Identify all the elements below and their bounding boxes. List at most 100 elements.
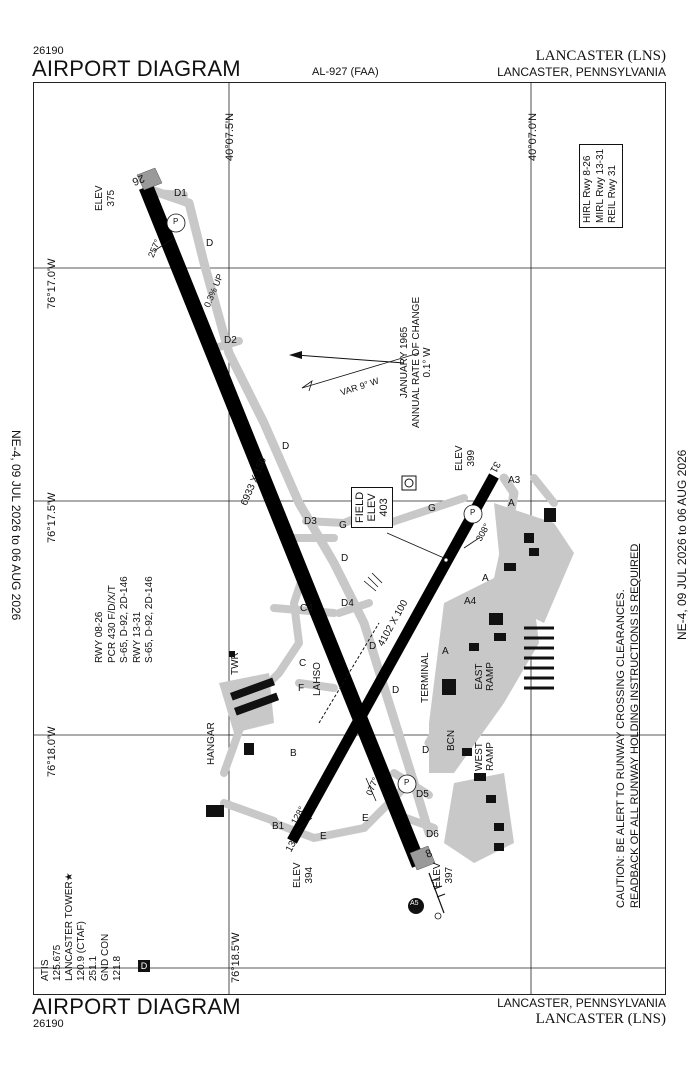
taxiway-label-F: F [298, 683, 305, 694]
effective-dates-left: NE-4, 09 JUL 2026 to 06 AUG 2026 [9, 430, 23, 621]
page-title-bottom: AIRPORT DIAGRAM [32, 994, 241, 1019]
magvar-note: JANUARY 1965 ANNUAL RATE OF CHANGE 0.1° … [399, 297, 434, 428]
ground-label: GND CON [100, 933, 111, 981]
taxiway-D4 [335, 599, 373, 617]
tower-frequency-1: 120.9 [76, 955, 87, 981]
elev-13: ELEV 394 [292, 862, 315, 888]
building-ne-4 [504, 563, 516, 571]
tower-building [229, 651, 235, 657]
strength-line-1: RWY 08-26 [94, 611, 105, 663]
east-ramp-word: RAMP [485, 662, 496, 691]
ground-frequency: 121.8 [112, 955, 123, 981]
elev-8-label: ELEV [432, 862, 443, 888]
taxiway-label-E-1: E [320, 831, 327, 842]
taxiway-label-D4: D4 [341, 598, 354, 609]
parking-label-1: P [173, 217, 179, 226]
taxiway-F [295, 679, 338, 692]
magnetic-variation-arrows [289, 351, 420, 392]
taxiway-label-D6: D6 [426, 829, 439, 840]
asos-marker [434, 912, 442, 920]
taxiway-A3 [530, 474, 558, 507]
building-east-1 [489, 613, 503, 625]
building-east-3 [469, 643, 479, 651]
taxiway-label-A4: A4 [464, 596, 477, 607]
magvar-text: ANNUAL RATE OF CHANGE [410, 296, 422, 428]
taxiway-label-E-2: E [362, 813, 369, 824]
approach-lights-8 [428, 872, 446, 914]
building-ne-1 [544, 508, 556, 522]
building-east-2 [494, 633, 506, 641]
tower-frequency-2: 251.1 [88, 955, 99, 981]
tower-label: LANCASTER TOWER★ [64, 872, 75, 981]
taxiway-label-D3: D3 [304, 516, 317, 527]
magvar-date: JANUARY 1965 [399, 326, 410, 399]
parking-icons [166, 213, 483, 794]
taxiway-label-D-3: D [369, 641, 377, 652]
wind-cone-icon [363, 572, 383, 592]
elev-31-value: 399 [465, 449, 477, 467]
elev-31: ELEV 399 [454, 445, 477, 471]
chart-code-bottom: 26190 [33, 1018, 64, 1030]
elev-8: ELEV 397 [432, 862, 455, 888]
diagram-svg [34, 83, 665, 994]
terminal-building [442, 679, 456, 695]
magvar-rate: 0.1° W [422, 347, 433, 378]
building-small-1 [244, 743, 254, 755]
taxiway-label-D-mid: D [282, 441, 290, 452]
west-ramp-label: WEST RAMP [474, 742, 496, 771]
lahso-label: LAHSO [312, 662, 323, 696]
caution-note: CAUTION: BE ALERT TO RUNWAY CROSSING CLE… [614, 544, 643, 908]
south-apron [444, 773, 514, 863]
north-apron [494, 503, 574, 623]
lat-label-top-right: 40°07.0'N [527, 112, 539, 161]
field-elevation-box: FIELD ELEV 403 [351, 486, 394, 528]
city-bottom: LANCASTER, PENNSYLVANIA [497, 996, 666, 1010]
d-badge-icon: D [138, 960, 150, 972]
lighting-info-box: HIRL Rwy 8-26 MIRL Rwy 13-31 REIL Rwy 31 [579, 143, 623, 228]
hangar-building-2 [233, 692, 280, 716]
caution-line-1: CAUTION: BE ALERT TO RUNWAY CROSSING CLE… [615, 589, 627, 908]
taxiway-label-D-north: D [206, 238, 214, 249]
taxiway-label-A-2: A [482, 573, 489, 584]
buildings [206, 508, 556, 851]
taxiway-label-C4: C4 [300, 603, 313, 614]
east-ramp-tiedowns [524, 626, 554, 690]
taxiway-label-G-west: G [339, 520, 347, 531]
elev-8-value: 397 [443, 866, 455, 884]
beacon-label: BCN [446, 729, 457, 751]
parking-label-3: P [470, 508, 476, 517]
east-ramp-label: EAST RAMP [474, 662, 496, 691]
ctaf-note: (CTAF) [76, 921, 87, 954]
strength-line-2: PCR 430 F/D/X/T [106, 585, 118, 663]
chevron-8 [409, 845, 436, 871]
building-south-3 [486, 795, 496, 803]
lon-label-4: 76°18.5'W [230, 932, 242, 983]
east-label: EAST [474, 663, 485, 690]
airport-name-top: LANCASTER (LNS) [535, 48, 666, 64]
taxiway-label-C: C [299, 658, 307, 669]
beacon-icon [401, 475, 417, 491]
page-title: AIRPORT DIAGRAM [32, 56, 241, 81]
field-elev-point [443, 557, 449, 563]
lighting-line-2: MIRL Rwy 13-31 [594, 148, 606, 223]
terminal-label: TERMINAL [420, 652, 431, 703]
chart-code-top: 26190 [33, 45, 64, 57]
taxiway-label-A3: A3 [508, 475, 521, 486]
building-south-1 [462, 748, 472, 756]
lahso-line [318, 622, 380, 724]
lat-label-top-left: 40°07.5'N [224, 112, 236, 161]
elev-31-label: ELEV [454, 445, 465, 471]
coordinate-grid [34, 83, 665, 994]
atis-label: ATIS [40, 959, 51, 981]
west-ramp-word: RAMP [485, 742, 496, 771]
taxiway-label-G-east: G [428, 503, 436, 514]
parking-label-2: P [404, 778, 410, 787]
effective-dates-right: NE-4, 09 JUL 2026 to 06 AUG 2026 [675, 449, 689, 640]
hangar-label: HANGAR [206, 722, 217, 765]
runway-strength-block: RWY 08-26 PCR 430 F/D/X/T S-65, D-92, 2D… [94, 576, 157, 663]
building-south-5 [494, 843, 504, 851]
taxiway-label-A-3: A [442, 646, 449, 657]
runway-8-26 [139, 184, 426, 868]
field-elev-label-2: ELEV [366, 493, 379, 522]
tower-label-map: TWR [230, 652, 241, 675]
